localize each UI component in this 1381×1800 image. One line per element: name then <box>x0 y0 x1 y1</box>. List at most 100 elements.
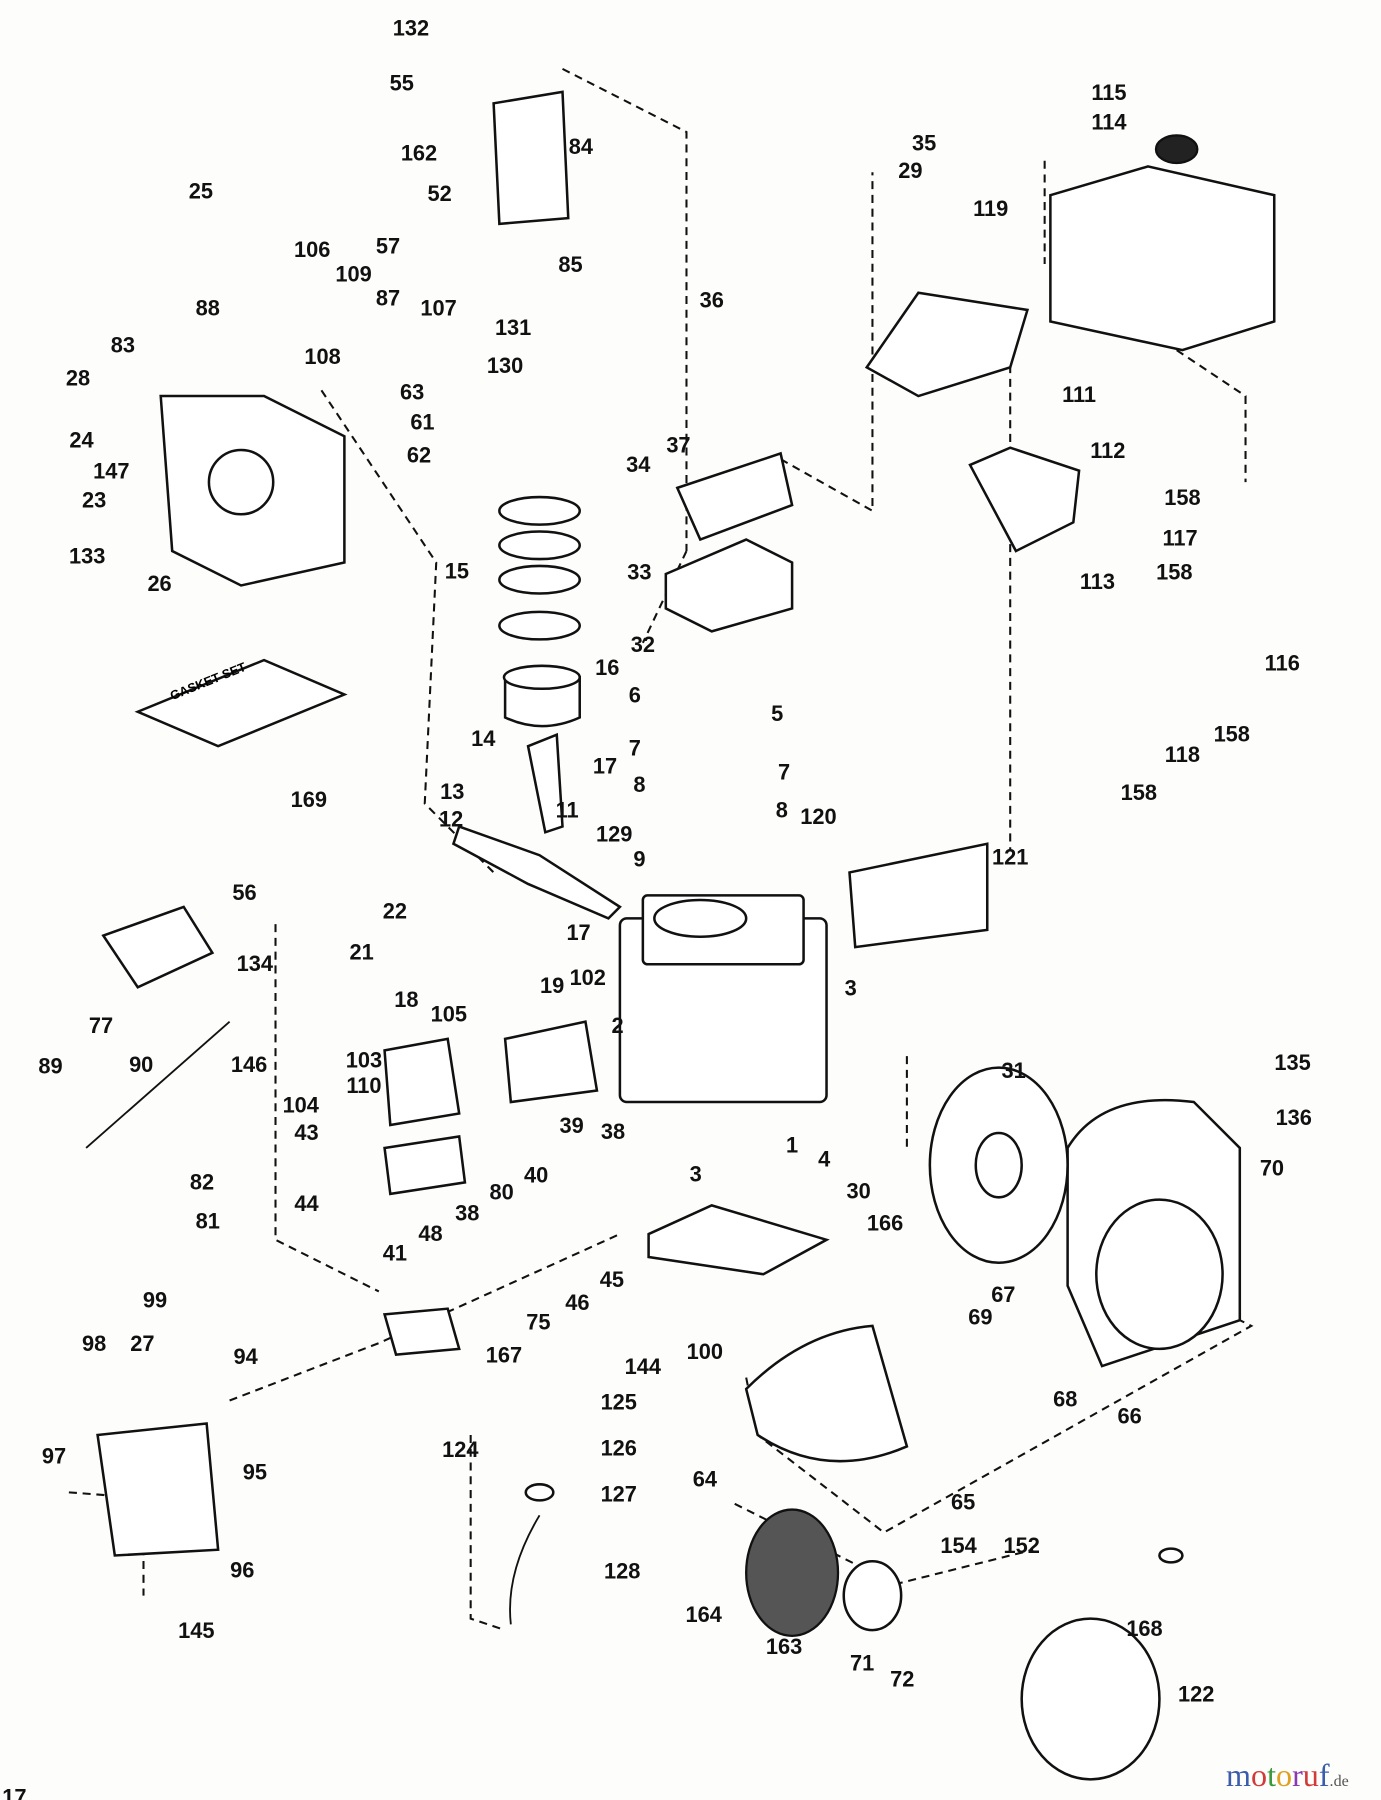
callout-121: 121 <box>992 844 1028 869</box>
callout-70: 70 <box>1260 1156 1284 1181</box>
callout-102: 102 <box>570 965 606 990</box>
callout-38: 38 <box>455 1200 479 1225</box>
callout-9: 9 <box>633 847 645 872</box>
callout-118: 118 <box>1165 742 1200 767</box>
callout-104: 104 <box>283 1092 319 1117</box>
callout-7: 7 <box>629 735 641 760</box>
callout-107: 107 <box>420 296 456 321</box>
callout-152: 152 <box>1003 1533 1039 1558</box>
callout-5: 5 <box>771 701 783 726</box>
callout-164: 164 <box>686 1602 722 1627</box>
callout-12: 12 <box>439 807 463 832</box>
callout-131: 131 <box>495 315 531 340</box>
callout-87: 87 <box>376 285 400 310</box>
callout-144: 144 <box>625 1354 661 1379</box>
callout-16: 16 <box>595 655 619 680</box>
callout-127: 127 <box>601 1482 637 1507</box>
callout-22: 22 <box>383 898 407 923</box>
callout-125: 125 <box>601 1390 637 1415</box>
watermark-letter: u <box>1303 1757 1319 1793</box>
callout-65: 65 <box>951 1490 975 1515</box>
callout-124: 124 <box>442 1437 478 1462</box>
callout-17: 17 <box>566 920 590 945</box>
callout-111: 111 <box>1062 382 1096 407</box>
base-plate <box>647 1204 830 1276</box>
callout-163: 163 <box>766 1634 802 1659</box>
callout-72: 72 <box>890 1666 914 1691</box>
bracket-111 <box>864 291 1030 398</box>
callout-119: 119 <box>973 196 1008 221</box>
callout-34: 34 <box>626 452 650 477</box>
callout-158: 158 <box>1156 560 1192 585</box>
page-number: 17 <box>2 1785 26 1800</box>
callout-106: 106 <box>294 237 330 262</box>
callout-146: 146 <box>231 1052 267 1077</box>
callout-113: 113 <box>1080 569 1115 594</box>
governor-bracket <box>492 90 570 226</box>
callout-35: 35 <box>912 130 936 155</box>
callout-55: 55 <box>390 71 414 96</box>
callout-88: 88 <box>196 296 220 321</box>
callout-26: 26 <box>147 571 171 596</box>
callout-32: 32 <box>631 632 655 657</box>
callout-98: 98 <box>82 1331 106 1356</box>
callout-166: 166 <box>867 1211 903 1236</box>
callout-132: 132 <box>393 16 429 41</box>
callout-103: 103 <box>346 1048 382 1073</box>
callout-100: 100 <box>687 1339 723 1364</box>
callout-64: 64 <box>693 1467 717 1492</box>
callout-69: 69 <box>968 1305 992 1330</box>
watermark-suffix: .de <box>1330 1773 1349 1790</box>
callout-133: 133 <box>69 544 105 569</box>
callout-77: 77 <box>89 1013 113 1038</box>
callout-21: 21 <box>349 940 373 965</box>
callout-43: 43 <box>294 1120 318 1145</box>
connecting-rod <box>526 732 564 834</box>
callout-158: 158 <box>1214 722 1250 747</box>
air-filter-103 <box>383 1037 461 1127</box>
callout-41: 41 <box>383 1240 407 1265</box>
callout-48: 48 <box>418 1221 442 1246</box>
callout-134: 134 <box>237 951 273 976</box>
cylinder-head <box>664 538 794 633</box>
callout-169: 169 <box>291 787 327 812</box>
callout-52: 52 <box>428 181 452 206</box>
shroud-121 <box>848 842 989 949</box>
callout-62: 62 <box>407 443 431 468</box>
callout-25: 25 <box>189 179 213 204</box>
callout-83: 83 <box>111 332 135 357</box>
carburetor <box>382 1307 461 1356</box>
callout-13: 13 <box>440 779 464 804</box>
callout-18: 18 <box>394 987 418 1012</box>
callout-167: 167 <box>486 1343 522 1368</box>
watermark-letter: r <box>1292 1757 1303 1793</box>
callout-1: 1 <box>786 1133 798 1158</box>
callout-136: 136 <box>1276 1105 1312 1130</box>
callout-66: 66 <box>1117 1403 1141 1428</box>
callout-3: 3 <box>845 975 857 1000</box>
callout-162: 162 <box>401 141 437 166</box>
callout-71: 71 <box>850 1650 874 1675</box>
callout-109: 109 <box>335 261 371 286</box>
callout-108: 108 <box>304 344 340 369</box>
callout-44: 44 <box>294 1191 318 1216</box>
callout-85: 85 <box>558 252 582 277</box>
watermark-letter: m <box>1226 1757 1251 1793</box>
callout-117: 117 <box>1163 525 1198 550</box>
watermark-logo: motoruf.de <box>1226 1757 1349 1793</box>
callout-122: 122 <box>1178 1681 1214 1706</box>
callout-29: 29 <box>898 158 922 183</box>
starter-ring <box>745 1508 840 1637</box>
callout-168: 168 <box>1126 1616 1162 1641</box>
callout-46: 46 <box>565 1290 589 1315</box>
callout-15: 15 <box>445 559 469 584</box>
callout-23: 23 <box>82 487 106 512</box>
callout-4: 4 <box>818 1146 830 1171</box>
callout-33: 33 <box>627 560 651 585</box>
callout-129: 129 <box>596 821 632 846</box>
watermark-letter: o <box>1276 1757 1292 1793</box>
callout-8: 8 <box>633 772 645 797</box>
watermark-letter: t <box>1267 1757 1276 1793</box>
